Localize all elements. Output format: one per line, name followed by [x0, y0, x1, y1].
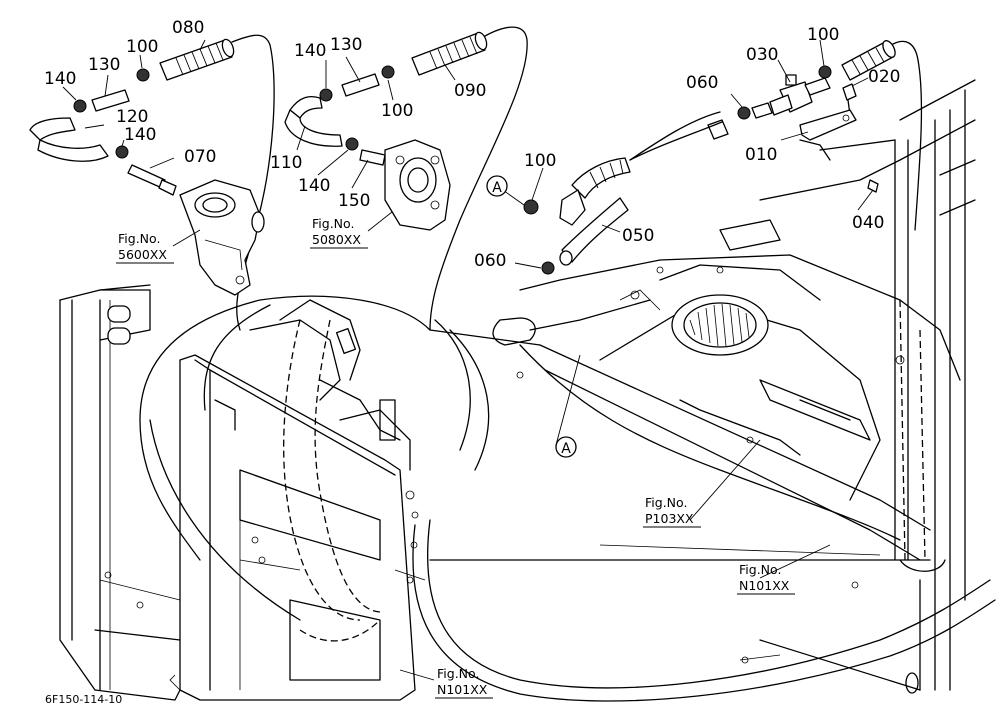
part-label-130: 130 — [330, 35, 362, 55]
fan-blades — [689, 303, 750, 347]
part-label-090: 090 — [454, 81, 486, 101]
part-label-110: 110 — [270, 153, 302, 173]
figure-ref-5600xx[interactable]: Fig.No. 5600XX — [116, 231, 174, 264]
part-label-140: 140 — [124, 125, 156, 145]
part-label-140: 140 — [44, 69, 76, 89]
figure-ref-5080xx[interactable]: Fig.No. 5080XX — [310, 216, 368, 249]
figure-ref-label: Fig.No. — [118, 231, 160, 246]
part-label-100: 100 — [126, 37, 158, 57]
figure-ref-code: N101XX — [437, 682, 488, 697]
right-fan-structure — [429, 79, 976, 694]
callout-label: A — [561, 441, 571, 457]
part-label-060: 060 — [686, 73, 718, 93]
right-hose-valve-group — [523, 40, 923, 275]
hose-loops — [139, 295, 996, 702]
part-label-120: 120 — [116, 107, 148, 127]
hose-090-ribs — [429, 36, 478, 70]
figure-ref-n101xx-right[interactable]: Fig.No. N101XX — [737, 562, 795, 595]
part-label-140: 140 — [294, 41, 326, 61]
figure-ref-code: 5600XX — [118, 247, 167, 262]
left-hose-group — [29, 34, 275, 331]
part-label-050: 050 — [622, 226, 654, 246]
hose-080-ribs — [175, 42, 224, 76]
drawing-code: 6F150-114-10 — [45, 693, 122, 706]
figure-ref-label: Fig.No. — [312, 216, 354, 231]
part-label-030: 030 — [746, 45, 778, 65]
part-label-130: 130 — [88, 55, 120, 75]
figure-ref-code: 5080XX — [312, 232, 361, 247]
leader-lines — [62, 39, 874, 681]
figure-ref-label: Fig.No. — [739, 562, 781, 577]
part-number-labels: 080 100 130 140 120 140 070 140 130 100 … — [44, 18, 900, 271]
part-label-060: 060 — [474, 251, 506, 271]
part-label-080: 080 — [172, 18, 204, 38]
callout-a-bottom: A — [555, 436, 577, 458]
part-label-140: 140 — [298, 176, 330, 196]
part-label-070: 070 — [184, 147, 216, 167]
figure-ref-code: P103XX — [645, 511, 694, 526]
figure-ref-p103xx[interactable]: Fig.No. P103XX — [643, 495, 701, 528]
middle-hose-group — [284, 26, 528, 331]
part-label-100: 100 — [381, 101, 413, 121]
left-panel-structure — [59, 284, 426, 701]
part-label-010: 010 — [745, 145, 777, 165]
figure-ref-label: Fig.No. — [437, 666, 479, 681]
part-label-040: 040 — [852, 213, 884, 233]
figure-ref-code: N101XX — [739, 578, 790, 593]
figure-ref-n101xx-bottom[interactable]: Fig.No. N101XX — [435, 666, 493, 699]
part-label-100: 100 — [524, 151, 556, 171]
callout-a-top: A — [486, 175, 508, 197]
figure-ref-label: Fig.No. — [645, 495, 687, 510]
part-label-100: 100 — [807, 25, 839, 45]
callout-label: A — [492, 180, 502, 196]
part-label-150: 150 — [338, 191, 370, 211]
part-label-020: 020 — [868, 67, 900, 87]
